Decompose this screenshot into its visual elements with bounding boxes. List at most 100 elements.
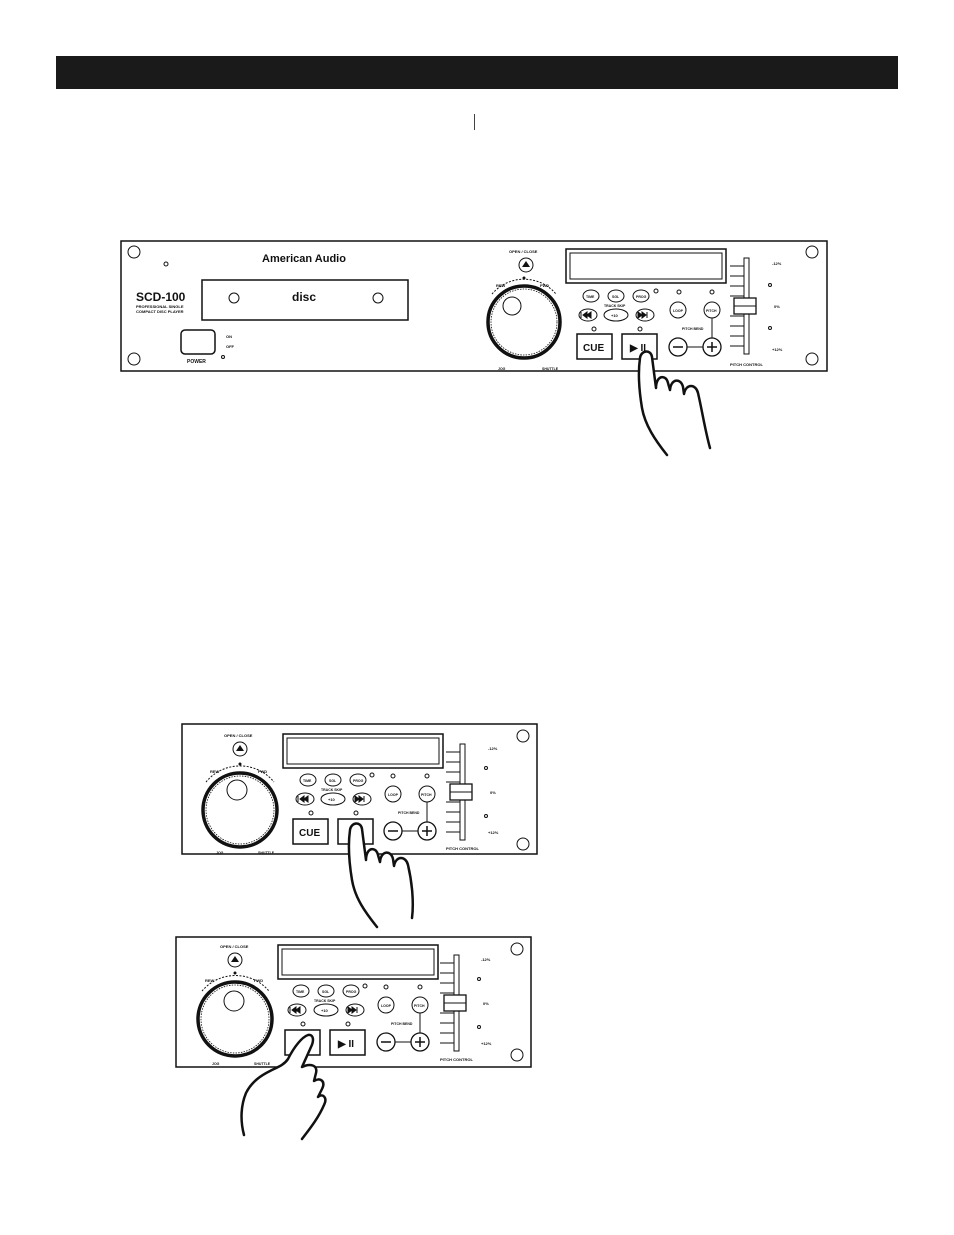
play-led xyxy=(353,810,359,816)
pitch-plus-label: +12% xyxy=(481,1041,492,1046)
lcd-display xyxy=(565,248,727,284)
pitch-minus-label: -12% xyxy=(481,957,491,962)
connector-line xyxy=(402,802,428,832)
skip-forward-button[interactable] xyxy=(352,792,372,806)
jog-wheel[interactable] xyxy=(196,980,274,1058)
led xyxy=(417,984,423,990)
loop-button[interactable] xyxy=(669,301,687,319)
time-button[interactable] xyxy=(299,773,317,787)
figure-play-press: OPEN / CLOSE REW FWD JOG SHUTTLE TIME SG… xyxy=(180,722,542,932)
pitch-plus-label: +12% xyxy=(488,830,499,835)
skip-back-button[interactable] xyxy=(287,1003,307,1017)
plus10-button[interactable] xyxy=(603,308,629,322)
indicator-led xyxy=(163,261,169,267)
model-subtitle: PROFESSIONAL SINGLE xyxy=(136,304,184,309)
sgl-button[interactable] xyxy=(607,289,625,303)
time-button[interactable] xyxy=(582,289,600,303)
rack-hole xyxy=(510,942,524,956)
hand-icon xyxy=(347,822,415,929)
sgl-button[interactable] xyxy=(324,773,342,787)
skip-forward-button[interactable] xyxy=(345,1003,365,1017)
eject-button[interactable] xyxy=(232,741,248,757)
cue-button[interactable] xyxy=(576,333,613,360)
tray-screw xyxy=(228,292,240,304)
jog-wheel[interactable] xyxy=(201,771,279,849)
jog-wheel[interactable] xyxy=(486,284,562,360)
prog-button[interactable] xyxy=(349,773,367,787)
jog-marker xyxy=(233,971,237,975)
skip-back-icon xyxy=(289,1006,301,1014)
pitch-bend-label: PITCH BEND xyxy=(391,1022,413,1026)
jog-label: JOG xyxy=(498,367,506,371)
eject-button[interactable] xyxy=(227,952,243,968)
loop-button[interactable] xyxy=(377,996,395,1014)
pitch-label: PITCH xyxy=(414,1004,425,1008)
fwd-label: FWD xyxy=(540,283,549,288)
model-label: SCD-100 xyxy=(136,290,186,304)
shuttle-label: SHUTTLE xyxy=(254,1062,271,1066)
open-close-label: OPEN / CLOSE xyxy=(220,944,249,949)
open-close-label: OPEN / CLOSE xyxy=(224,733,253,738)
led xyxy=(383,984,389,990)
sgl-label: SGL xyxy=(612,295,620,299)
hand-icon xyxy=(240,1033,327,1141)
pitch-control-label: PITCH CONTROL xyxy=(730,362,763,367)
rack-hole xyxy=(516,837,530,851)
loop-button[interactable] xyxy=(384,785,402,803)
eject-button[interactable] xyxy=(518,257,534,273)
pitch-led xyxy=(484,766,488,770)
cue-label: CUE xyxy=(583,343,604,354)
power-button[interactable] xyxy=(180,329,216,355)
loop-label: LOOP xyxy=(381,1004,392,1008)
prog-button[interactable] xyxy=(632,289,650,303)
skip-forward-button[interactable] xyxy=(635,308,655,322)
open-close-label: OPEN / CLOSE xyxy=(509,249,538,254)
tray-screw xyxy=(372,292,384,304)
pitch-led xyxy=(484,814,488,818)
eject-icon xyxy=(236,745,244,751)
pitch-label: PITCH xyxy=(706,309,717,313)
pitch-minus-label: -12% xyxy=(488,746,498,751)
time-button[interactable] xyxy=(292,984,310,998)
pitch-zero-label: 0% xyxy=(483,1001,489,1006)
time-label: TIME xyxy=(296,990,305,994)
sgl-button[interactable] xyxy=(317,984,335,998)
lcd-display xyxy=(282,733,444,769)
pitch-label: PITCH xyxy=(421,793,432,797)
skip-back-icon xyxy=(580,311,592,319)
jog-finger-dimple xyxy=(226,779,248,801)
pitch-bend-label: PITCH BEND xyxy=(398,811,420,815)
power-label: POWER xyxy=(187,359,206,365)
sgl-label: SGL xyxy=(329,779,337,783)
loop-label: LOOP xyxy=(388,793,399,797)
power-led xyxy=(221,355,225,359)
lcd-display xyxy=(277,944,439,980)
panel-outline xyxy=(120,240,828,372)
plus10-button[interactable] xyxy=(313,1003,339,1017)
prog-button[interactable] xyxy=(342,984,360,998)
plus-icon xyxy=(415,1037,425,1047)
led xyxy=(424,773,430,779)
pitch-ticks xyxy=(446,751,460,833)
skip-back-button[interactable] xyxy=(578,308,598,322)
rew-label: REW xyxy=(205,978,215,983)
pitch-control-label: PITCH CONTROL xyxy=(446,846,479,851)
jog-arc xyxy=(491,278,557,295)
lcd-display-inner xyxy=(569,252,723,280)
jog-wheel-ring xyxy=(490,288,558,356)
jog-arc xyxy=(205,765,275,783)
pitch-zero-label: 0% xyxy=(774,304,780,309)
lcd-display-inner xyxy=(286,737,440,765)
jog-finger-dimple xyxy=(502,296,522,316)
cue-led xyxy=(300,1021,306,1027)
plus10-button[interactable] xyxy=(320,792,346,806)
disc-tray[interactable] xyxy=(201,279,409,321)
cue-button[interactable] xyxy=(292,818,329,845)
power-off-label: OFF xyxy=(226,344,235,349)
play-pause-button[interactable] xyxy=(329,1029,366,1056)
prog-label: PROG xyxy=(636,295,647,299)
jog-label: JOG xyxy=(212,1062,220,1066)
shuttle-label: SHUTTLE xyxy=(258,851,275,855)
brand-label: American Audio xyxy=(262,253,346,265)
skip-back-button[interactable] xyxy=(295,792,315,806)
